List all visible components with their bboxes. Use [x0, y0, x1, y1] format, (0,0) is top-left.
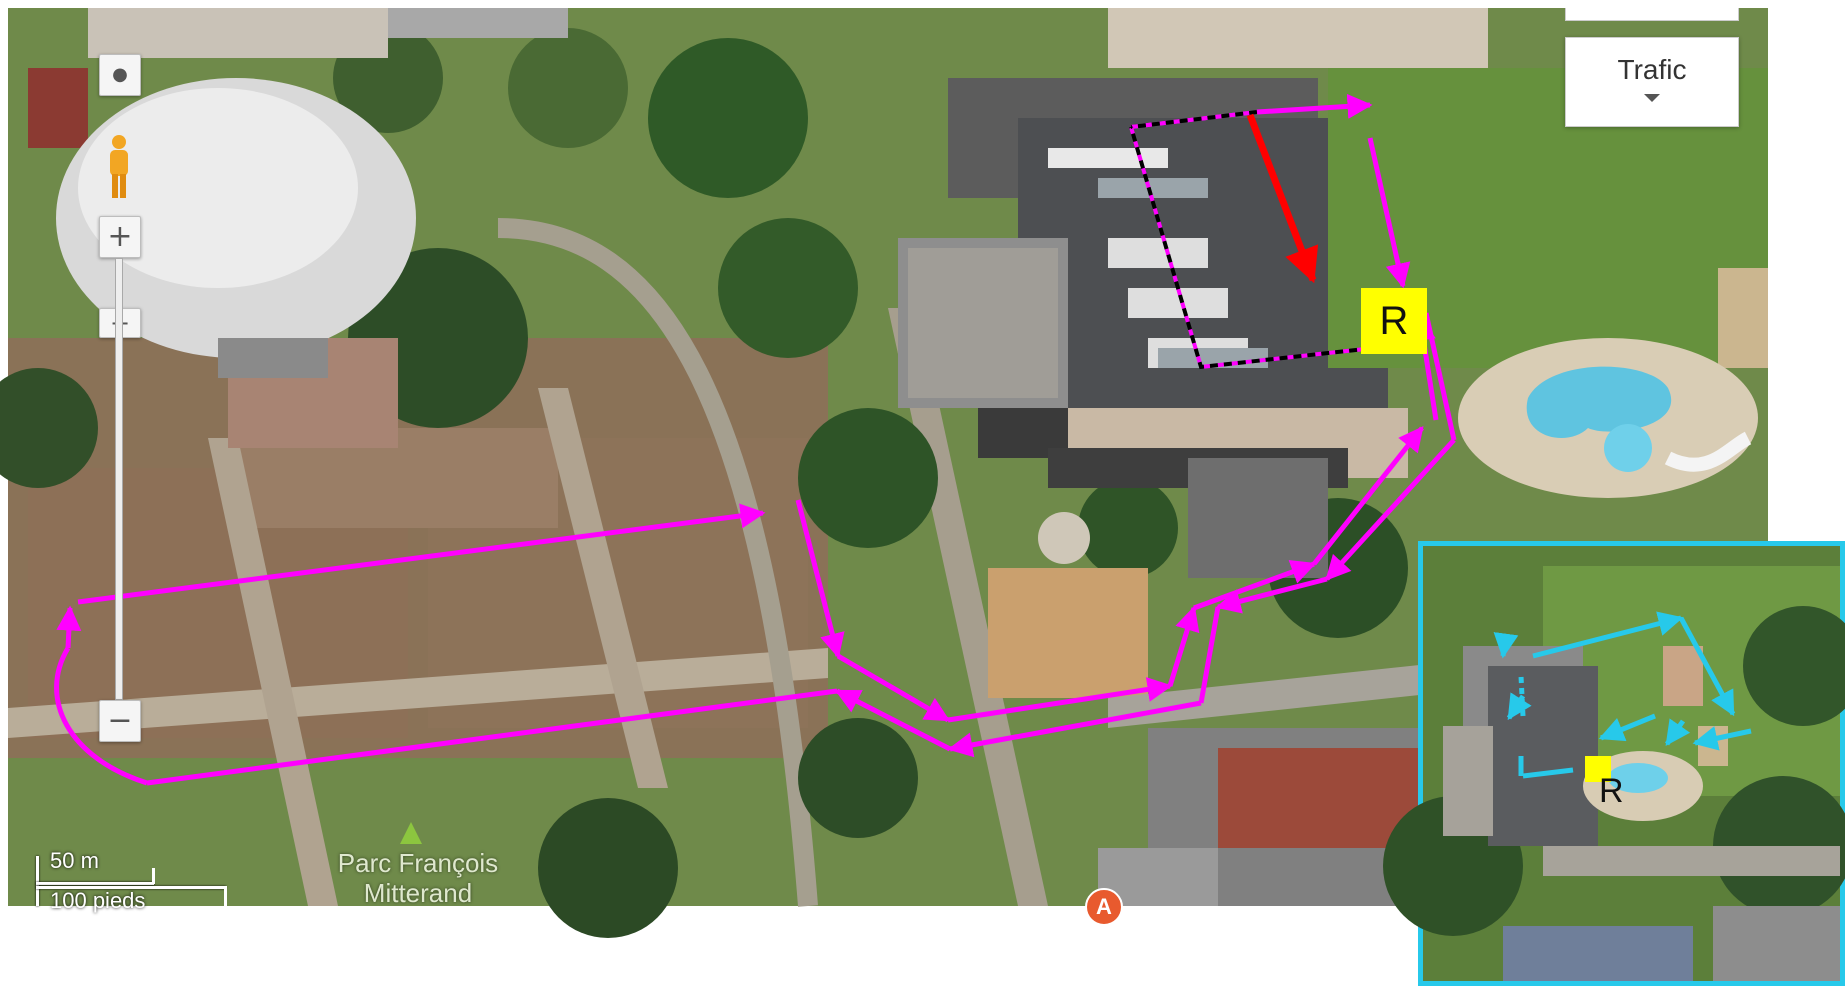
park-pin-icon: [400, 822, 422, 844]
traffic-top-edge: [1565, 8, 1739, 21]
zoom-in-icon: +: [107, 219, 133, 254]
scale-imperial-label: 100 pieds: [50, 888, 146, 913]
inset-start-label: R: [1599, 772, 1624, 810]
scale-tick: [224, 886, 227, 906]
compass-button[interactable]: ●: [99, 54, 141, 96]
caret-down-icon: [1644, 94, 1660, 102]
traffic-label: Trafic: [1617, 54, 1687, 85]
scale-bar-metric: [36, 882, 154, 885]
route-segment-top: [1256, 93, 1373, 119]
inset-imagery: [1383, 546, 1845, 981]
pegman-icon: [110, 135, 128, 198]
pegman-button[interactable]: [99, 132, 139, 202]
route-overlay: [54, 93, 1457, 786]
inset-start-marker: [1585, 756, 1611, 782]
scale-tick: [36, 856, 39, 906]
zoom-slider-track[interactable]: [115, 258, 123, 700]
marker-a[interactable]: A: [1085, 888, 1123, 926]
scale-tick: [152, 868, 155, 884]
red-direction-arrow: [1246, 113, 1319, 284]
map-scale: 50 m 100 pieds: [28, 846, 238, 913]
scale-metric-label: 50 m: [50, 848, 99, 873]
zoom-out-button[interactable]: −: [99, 700, 141, 742]
zoom-out-icon: −: [107, 703, 133, 738]
inset-map: R: [1383, 541, 1845, 986]
traffic-button[interactable]: Trafic: [1565, 37, 1739, 127]
zoom-in-button[interactable]: +: [99, 216, 141, 258]
route-segment-right: [1367, 137, 1411, 289]
park-label[interactable]: Parc François Mitterand: [337, 848, 499, 908]
dotted-building-outline: [1129, 110, 1384, 370]
start-marker-r: R: [1361, 288, 1427, 354]
compass-icon: ●: [112, 64, 128, 85]
scale-bar-imperial: [36, 886, 226, 889]
